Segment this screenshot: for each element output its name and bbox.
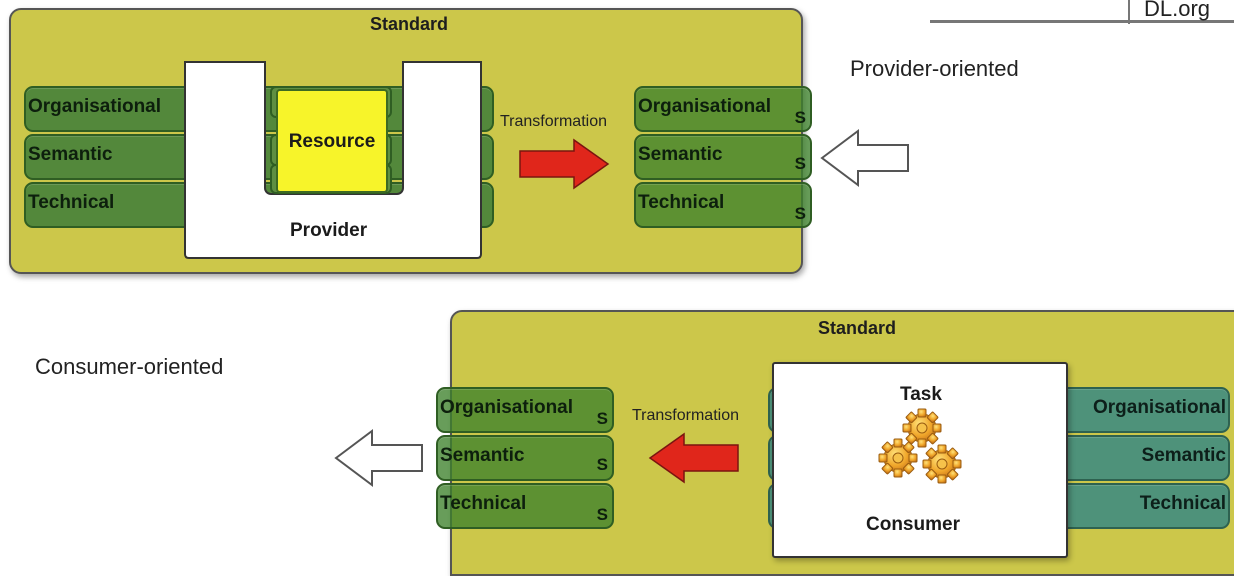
task-label: Task xyxy=(900,384,942,405)
resource-box: Resource xyxy=(276,89,388,193)
standard-marker: S xyxy=(794,108,806,127)
standard-marker: S xyxy=(794,204,806,223)
transformation-arrow-icon xyxy=(519,138,610,190)
layer-label: Organisational xyxy=(638,96,772,117)
consumer-std-layer-technical: Technical S xyxy=(436,483,614,529)
layer-label: Technical xyxy=(1139,493,1226,514)
provider-caption: Provider-oriented xyxy=(850,56,1019,81)
standard-marker: S xyxy=(596,455,608,474)
outgoing-arrow-icon xyxy=(334,429,423,487)
layer-label: Technical xyxy=(440,493,527,514)
layer-label: Semantic xyxy=(28,144,113,165)
layer-label: Organisational xyxy=(1092,397,1226,418)
provider-box xyxy=(184,61,482,259)
layer-label: Organisational xyxy=(28,96,162,117)
standard-marker: S xyxy=(596,505,608,524)
resource-label: Resource xyxy=(288,131,376,152)
consumer-box xyxy=(772,362,1068,558)
layer-label: Semantic xyxy=(440,445,525,466)
provider-standard-title: Standard xyxy=(370,14,449,34)
corner-tag: DL.org xyxy=(1144,0,1211,21)
layer-label: Technical xyxy=(638,192,725,213)
consumer-standard-title: Standard xyxy=(818,318,897,338)
standard-marker: S xyxy=(794,154,806,173)
provider-label: Provider xyxy=(290,220,368,241)
incoming-arrow-icon xyxy=(820,129,909,187)
provider-std-layer-semantic: Semantic S xyxy=(634,134,812,180)
layer-label: Organisational xyxy=(440,397,574,418)
layer-label: Semantic xyxy=(1141,445,1226,466)
provider-std-layer-technical: Technical S xyxy=(634,182,812,228)
transformation-arrow-icon xyxy=(648,432,739,484)
consumer-std-layer-organisational: Organisational S xyxy=(436,387,614,433)
standard-marker: S xyxy=(596,409,608,428)
gears-icon xyxy=(878,408,962,484)
consumer-std-layer-semantic: Semantic S xyxy=(436,435,614,481)
corner-tag-box xyxy=(1128,0,1234,24)
layer-label: Semantic xyxy=(638,144,723,165)
consumer-caption: Consumer-oriented xyxy=(35,354,224,379)
consumer-label: Consumer xyxy=(866,514,960,535)
provider-std-layer-organisational: Organisational S xyxy=(634,86,812,132)
provider-transformation-label: Transformation xyxy=(500,113,607,130)
consumer-transformation-label: Transformation xyxy=(632,407,739,424)
corner-divider xyxy=(930,20,1234,23)
layer-label: Technical xyxy=(28,192,115,213)
